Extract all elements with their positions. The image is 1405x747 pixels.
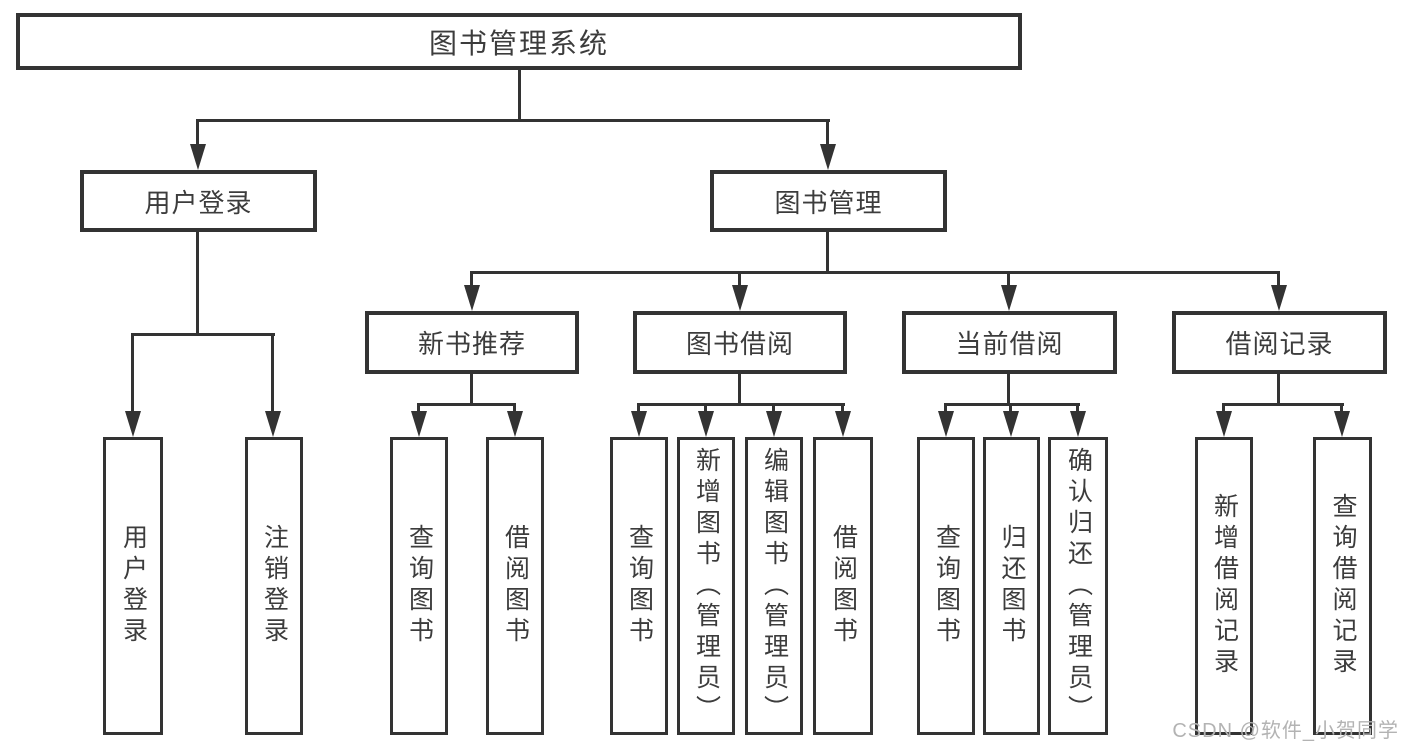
edge-to-current-borrowing bbox=[1007, 271, 1010, 289]
arrowhead-leaf-login-icon bbox=[125, 411, 141, 437]
leaf-cb-return-books: 归还图书 bbox=[983, 437, 1040, 735]
arrowhead-bb-add-icon bbox=[698, 411, 714, 437]
leaf-br-add-record: 新增借阅记录 bbox=[1195, 437, 1253, 735]
edge-to-nbr-borrow bbox=[513, 403, 516, 415]
leaf-cb-confirm-return-admin: 确认归还（管理员） bbox=[1048, 437, 1108, 735]
node-current-borrowing: 当前借阅 bbox=[902, 311, 1117, 374]
arrowhead-current-borrowing-icon bbox=[1001, 285, 1017, 311]
edge-to-bb-add bbox=[704, 403, 707, 415]
leaf-bb-add-books-admin: 新增图书（管理员） bbox=[677, 437, 735, 735]
arrowhead-br-query-icon bbox=[1334, 411, 1350, 437]
arrowhead-nbr-borrow-icon bbox=[507, 411, 523, 437]
arrowhead-leaf-logout-icon bbox=[265, 411, 281, 437]
leaf-logout: 注销登录 bbox=[245, 437, 303, 735]
leaf-nbr-query-books: 查询图书 bbox=[390, 437, 448, 735]
node-book-management: 图书管理 bbox=[710, 170, 947, 232]
arrowhead-cb-confirm-icon bbox=[1070, 411, 1086, 437]
edge-bb-branch bbox=[637, 403, 845, 406]
node-book-borrowing: 图书借阅 bbox=[633, 311, 847, 374]
edge-root-branch bbox=[196, 119, 830, 122]
edge-nbr-branch bbox=[417, 403, 516, 406]
edge-to-leaf-login bbox=[131, 333, 134, 415]
edge-cb-stem bbox=[1007, 374, 1010, 406]
edge-nbr-stem bbox=[470, 374, 473, 406]
node-library-system: 图书管理系统 bbox=[16, 13, 1022, 70]
edge-cb-branch bbox=[944, 403, 1080, 406]
leaf-cb-query-books: 查询图书 bbox=[917, 437, 975, 735]
arrowhead-book-borrowing-icon bbox=[732, 285, 748, 311]
edge-to-bb-edit bbox=[772, 403, 775, 415]
arrowhead-book-management-icon bbox=[820, 144, 836, 170]
arrowhead-new-book-recommend-icon bbox=[464, 285, 480, 311]
node-new-book-recommend: 新书推荐 bbox=[365, 311, 579, 374]
leaf-br-query-record: 查询借阅记录 bbox=[1313, 437, 1372, 735]
arrowhead-cb-query-icon bbox=[938, 411, 954, 437]
arrowhead-nbr-query-icon bbox=[411, 411, 427, 437]
leaf-nbr-borrow-books: 借阅图书 bbox=[486, 437, 544, 735]
edge-br-branch bbox=[1222, 403, 1344, 406]
arrowhead-bb-edit-icon bbox=[766, 411, 782, 437]
edge-to-borrow-records bbox=[1277, 271, 1280, 289]
arrowhead-user-login-icon bbox=[190, 144, 206, 170]
arrowhead-cb-return-icon bbox=[1003, 411, 1019, 437]
leaf-user-login: 用户登录 bbox=[103, 437, 163, 735]
edge-br-stem bbox=[1277, 374, 1280, 406]
arrowhead-br-add-icon bbox=[1216, 411, 1232, 437]
edge-to-br-query bbox=[1340, 403, 1343, 415]
edge-to-cb-confirm bbox=[1076, 403, 1079, 415]
leaf-bb-query-books: 查询图书 bbox=[610, 437, 668, 735]
edge-root-stem bbox=[518, 70, 521, 122]
edge-user-login-branch bbox=[131, 333, 275, 336]
arrowhead-bb-query-icon bbox=[631, 411, 647, 437]
edge-to-user-login bbox=[196, 119, 199, 149]
edge-user-login-stem bbox=[196, 232, 199, 336]
edge-to-new-book-recommend bbox=[470, 271, 473, 289]
csdn-watermark: CSDN @软件_小贺同学 bbox=[1172, 720, 1399, 742]
edge-book-management-branch bbox=[470, 271, 1280, 274]
edge-to-nbr-query bbox=[417, 403, 420, 415]
edge-to-book-borrowing bbox=[738, 271, 741, 289]
node-user-login: 用户登录 bbox=[80, 170, 317, 232]
edge-to-bb-borrow bbox=[841, 403, 844, 415]
node-borrow-records: 借阅记录 bbox=[1172, 311, 1387, 374]
edge-to-bb-query bbox=[637, 403, 640, 415]
arrowhead-bb-borrow-icon bbox=[835, 411, 851, 437]
leaf-bb-borrow-books: 借阅图书 bbox=[813, 437, 873, 735]
edge-to-cb-query bbox=[944, 403, 947, 415]
edge-to-br-add bbox=[1222, 403, 1225, 415]
edge-book-management-stem bbox=[826, 232, 829, 274]
edge-to-leaf-logout bbox=[271, 333, 274, 415]
edge-to-cb-return bbox=[1009, 403, 1012, 415]
arrowhead-borrow-records-icon bbox=[1271, 285, 1287, 311]
leaf-bb-edit-books-admin: 编辑图书（管理员） bbox=[745, 437, 803, 735]
edge-bb-stem bbox=[738, 374, 741, 406]
edge-to-book-management bbox=[826, 119, 829, 149]
